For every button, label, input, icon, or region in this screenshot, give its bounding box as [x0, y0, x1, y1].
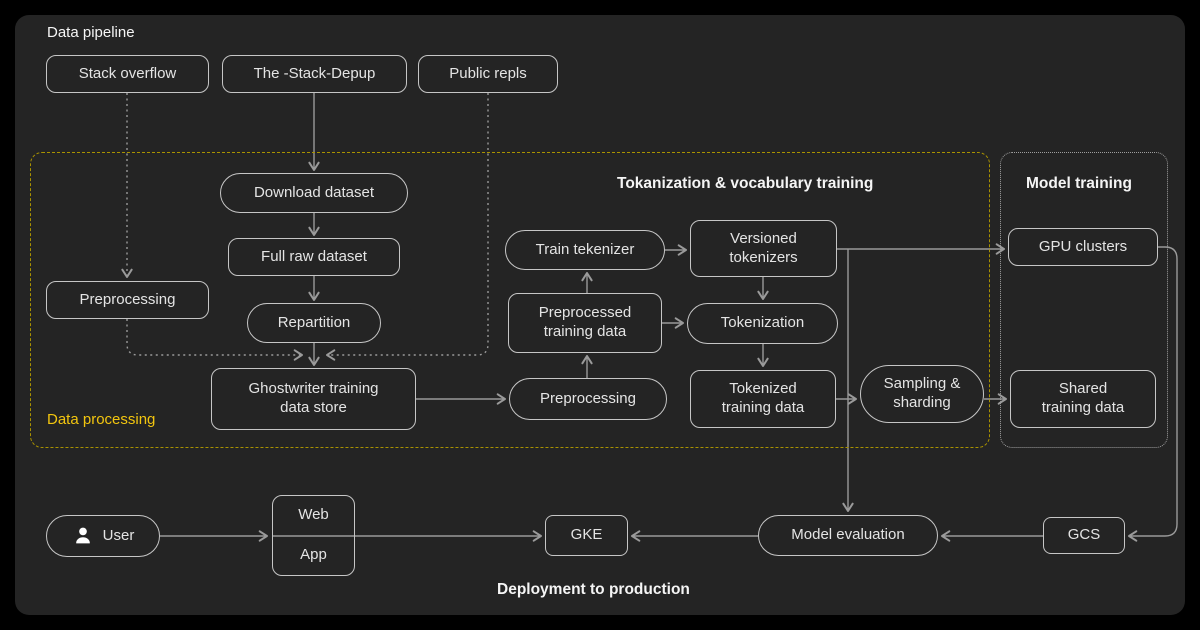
- node-the-stack-depup: The -Stack-Depup: [222, 55, 407, 93]
- node-app-label: App: [300, 545, 327, 563]
- node-ghostwriter-store: Ghostwriter training data store: [211, 368, 416, 430]
- node-tokenized-training-data: Tokenized training data: [690, 370, 836, 428]
- deployment-label: Deployment to production: [497, 581, 690, 598]
- connector-preprocessing-junction-dotted: [126, 319, 303, 361]
- connector-publicrepls-junction-dotted: [326, 93, 489, 361]
- node-web-label: Web: [298, 506, 329, 524]
- person-icon: [75, 527, 90, 544]
- node-shared-training-data: Shared training data: [1010, 370, 1156, 428]
- node-repartition: Repartition: [247, 303, 381, 343]
- node-user-label: User: [102, 526, 135, 544]
- node-full-raw-dataset: Full raw dataset: [228, 238, 400, 276]
- connector-gpuclusters-gcs: [1128, 246, 1178, 542]
- node-sampling-sharding: Sampling & sharding: [860, 365, 984, 423]
- node-gpu-clusters: GPU clusters: [1008, 228, 1158, 266]
- node-web-app: Web App: [272, 495, 355, 576]
- node-gke: GKE: [545, 515, 628, 556]
- node-tokenization: Tokenization: [687, 303, 838, 344]
- node-model-evaluation: Model evaluation: [758, 515, 938, 556]
- node-public-repls: Public repls: [418, 55, 558, 93]
- node-gcs: GCS: [1043, 517, 1125, 554]
- page-title: Data pipeline: [47, 24, 135, 41]
- region-label-model-training: Model training: [1026, 175, 1132, 192]
- region-label-data-processing: Data processing: [47, 411, 156, 428]
- node-preprocessing-mid: Preprocessing: [509, 378, 667, 420]
- node-train-tekenizer: Train tekenizer: [505, 230, 665, 270]
- node-stack-overflow: Stack overflow: [46, 55, 209, 93]
- node-preprocessing-left: Preprocessing: [46, 281, 209, 319]
- node-preprocessed-training-data: Preprocessed training data: [508, 293, 662, 353]
- node-download-dataset: Download dataset: [220, 173, 408, 213]
- node-versioned-tokenizers: Versioned tokenizers: [690, 220, 837, 277]
- node-user: User: [46, 515, 160, 557]
- region-label-tokenization: Tokanization & vocabulary training: [617, 175, 874, 192]
